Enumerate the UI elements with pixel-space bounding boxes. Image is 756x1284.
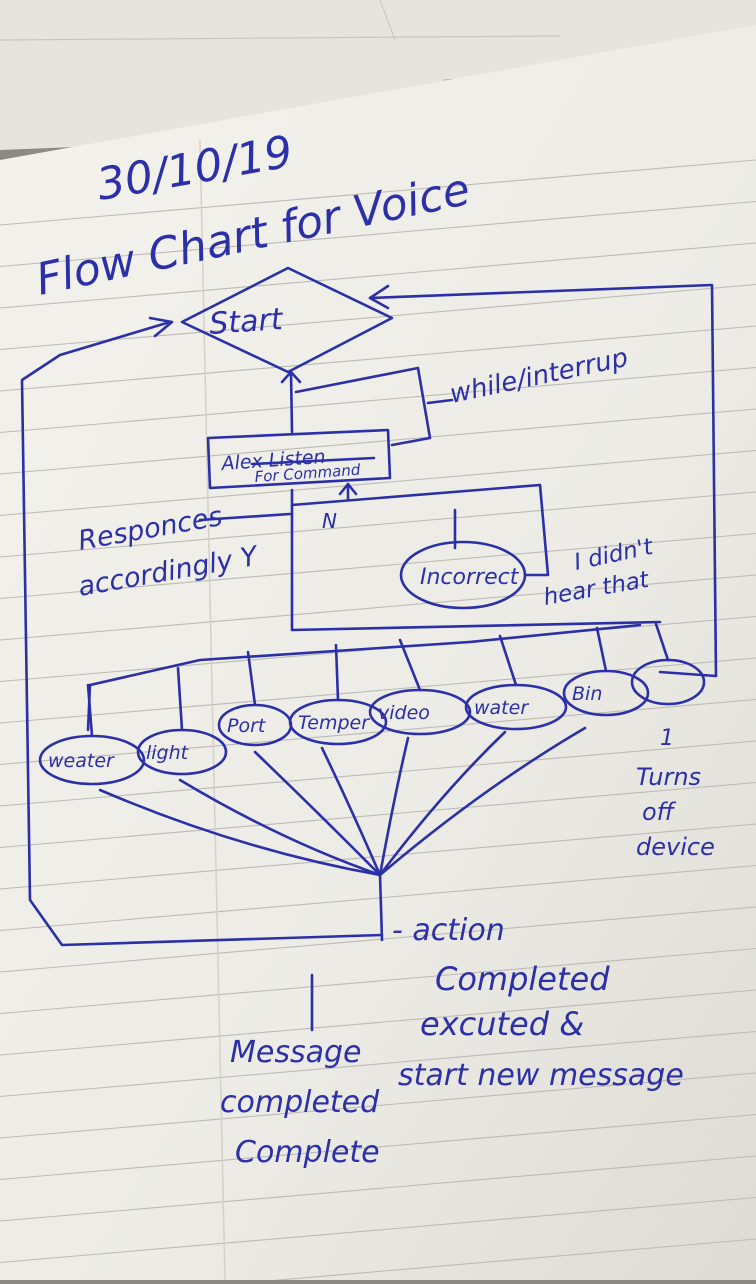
rule-line bbox=[0, 906, 756, 973]
turns-off-mark: 1 bbox=[660, 726, 674, 751]
no-branch-path bbox=[290, 483, 550, 577]
rule-line bbox=[0, 408, 756, 475]
action-label-1: - action bbox=[392, 913, 505, 948]
rule-line bbox=[0, 325, 756, 392]
rule-line bbox=[0, 1030, 756, 1098]
option-label: Temper bbox=[298, 712, 370, 734]
converging-line bbox=[98, 788, 382, 877]
converging-line bbox=[178, 778, 382, 877]
turns-off-label-3: device bbox=[636, 833, 715, 861]
ruled-lines bbox=[0, 159, 756, 1284]
option-connector bbox=[654, 622, 670, 662]
turns-off-label-1: Turns bbox=[636, 763, 701, 791]
rule-line bbox=[0, 657, 756, 724]
start-diamond bbox=[180, 266, 394, 374]
rule-line bbox=[0, 1196, 756, 1264]
option-connector bbox=[498, 634, 518, 687]
converging-line bbox=[253, 750, 382, 877]
message-label-1: Message bbox=[230, 1035, 361, 1070]
rule-line bbox=[0, 989, 756, 1056]
start-label: Start bbox=[208, 302, 285, 342]
return-loop-right bbox=[368, 283, 718, 678]
converging-line bbox=[378, 730, 507, 877]
option-ellipse bbox=[562, 669, 650, 717]
decision-line bbox=[290, 488, 662, 632]
option-ellipse bbox=[368, 688, 472, 736]
action-label-2: Completed bbox=[435, 960, 610, 998]
option-label: weater bbox=[48, 750, 115, 772]
option-label: video bbox=[378, 702, 430, 724]
option-ellipse bbox=[464, 683, 568, 731]
rule-line bbox=[0, 242, 756, 309]
return-loop-left bbox=[20, 320, 384, 947]
option-label: Bin bbox=[572, 683, 602, 705]
rule-line bbox=[0, 823, 756, 890]
rule-line bbox=[0, 200, 756, 268]
rule-line bbox=[0, 740, 756, 807]
option-connector bbox=[595, 626, 608, 673]
option-connector bbox=[398, 638, 422, 692]
rule-line bbox=[0, 1113, 756, 1181]
rule-line bbox=[0, 283, 756, 351]
rule-line bbox=[0, 449, 756, 517]
while-interrupt-loop bbox=[294, 366, 432, 447]
incorrect-ellipse bbox=[399, 540, 527, 610]
message-label-2: completed bbox=[220, 1085, 380, 1120]
rule-line bbox=[0, 159, 756, 226]
option-label: Port bbox=[227, 715, 267, 737]
rule-line bbox=[0, 781, 756, 849]
option-connectors bbox=[86, 622, 670, 738]
action-label-3: excuted & bbox=[420, 1005, 584, 1043]
option-ellipse bbox=[136, 728, 228, 776]
message-label-3: Complete bbox=[235, 1135, 380, 1170]
options-group: weater light Port Temper video water Bin bbox=[38, 658, 706, 786]
converging-line bbox=[320, 746, 382, 877]
option-ellipse bbox=[288, 698, 388, 746]
margin-line bbox=[199, 139, 226, 1281]
action-label-4: start new message bbox=[398, 1058, 684, 1093]
option-label: water bbox=[474, 697, 529, 719]
rule-line bbox=[226, 1238, 756, 1284]
paper-sheet bbox=[0, 25, 756, 1280]
converging-line bbox=[378, 736, 410, 877]
rule-line bbox=[0, 1072, 756, 1139]
rule-line bbox=[0, 574, 756, 641]
option-connector bbox=[86, 683, 94, 738]
rule-line bbox=[0, 1155, 756, 1222]
option-label: light bbox=[146, 742, 190, 764]
rule-line bbox=[0, 947, 756, 1015]
listen-box bbox=[206, 428, 392, 490]
converging-lines bbox=[98, 726, 587, 877]
incorrect-label: Incorrect bbox=[420, 565, 520, 590]
rule-line bbox=[0, 864, 756, 932]
option-connector bbox=[334, 643, 340, 702]
converging-line bbox=[378, 726, 587, 877]
option-connector bbox=[176, 666, 184, 732]
turns-off-label-2: off bbox=[642, 798, 677, 826]
option-ellipse bbox=[630, 658, 706, 706]
option-ellipse bbox=[38, 734, 146, 786]
option-connector bbox=[246, 650, 257, 707]
rule-line bbox=[0, 532, 756, 600]
no-label: N bbox=[322, 509, 337, 533]
rule-line bbox=[0, 366, 756, 434]
rule-line bbox=[0, 491, 756, 558]
